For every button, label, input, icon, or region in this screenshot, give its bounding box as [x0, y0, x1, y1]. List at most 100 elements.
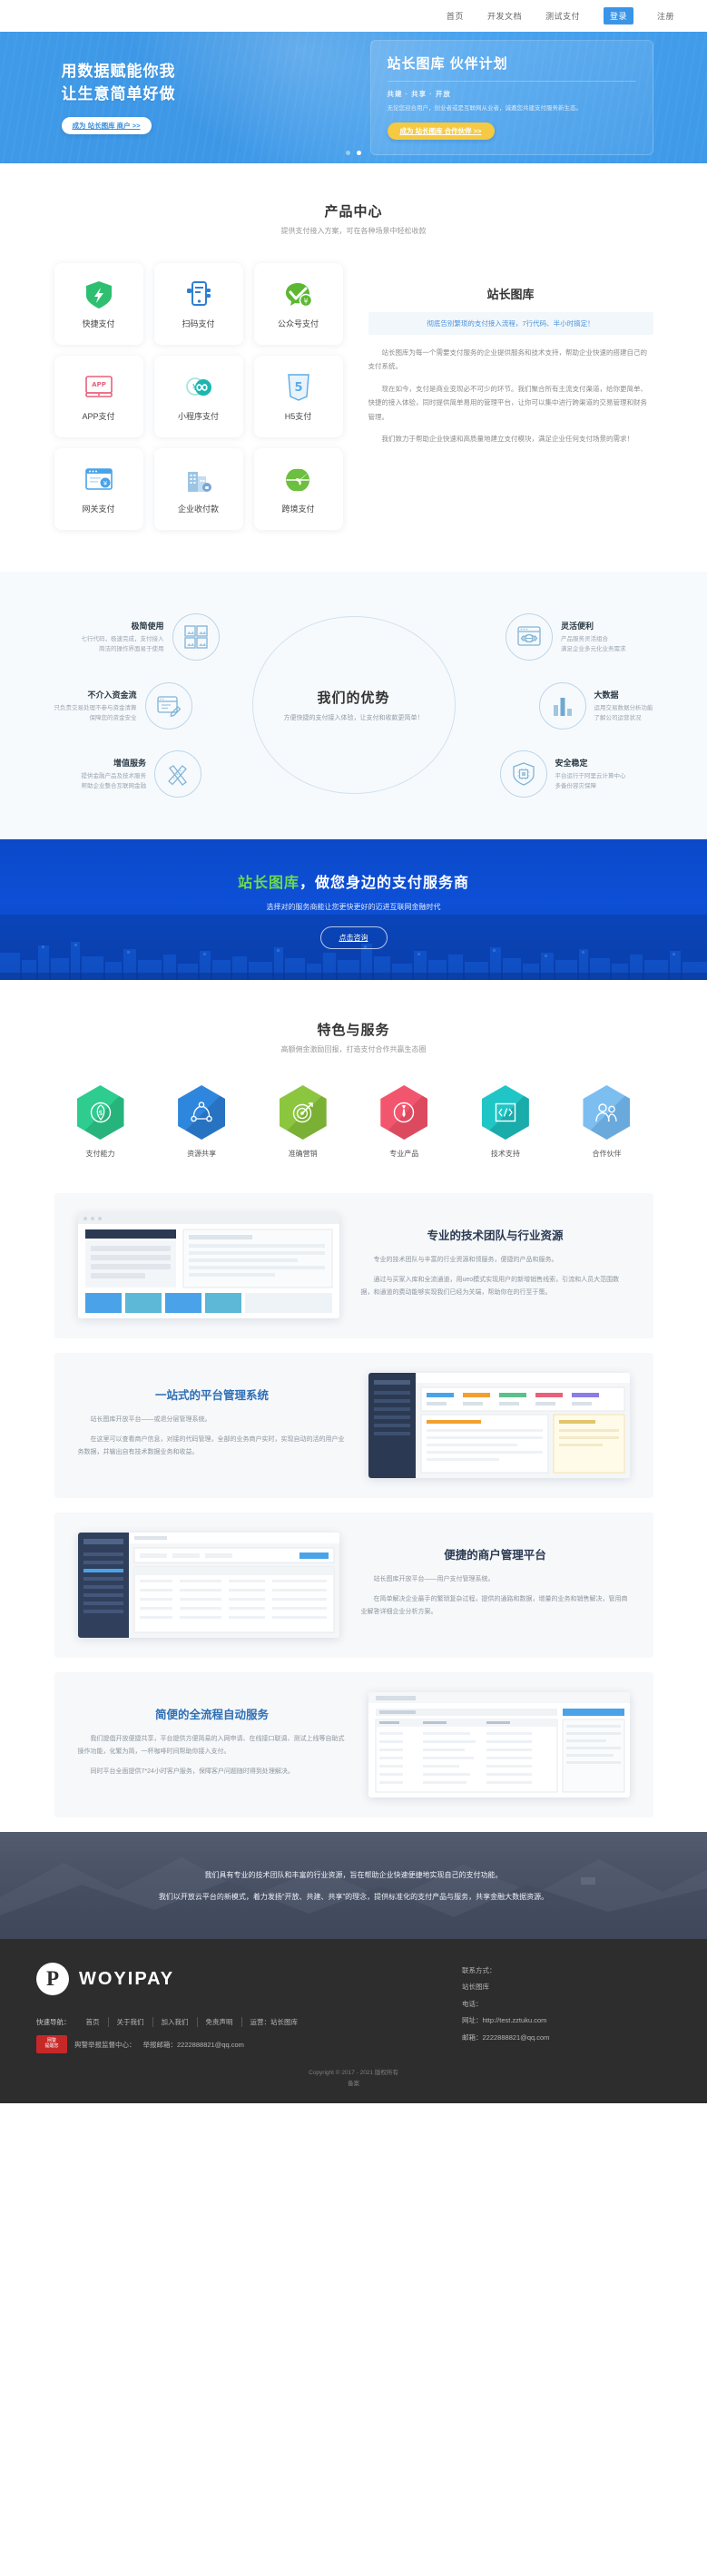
hero-title-line1: 用数据赋能你我 — [61, 63, 176, 81]
contact-phone: 电话： — [462, 1999, 483, 2008]
about-band: 我们具有专业的技术团队和丰富的行业资源，旨在帮助企业快速便捷地实现自己的支付功能… — [0, 1832, 707, 1939]
nav-item-home[interactable]: 首页 — [446, 12, 464, 21]
carousel-dots[interactable] — [0, 145, 707, 158]
svg-text:¥: ¥ — [103, 480, 107, 487]
product-card-kuajing[interactable]: 跨境支付 — [253, 448, 343, 530]
target-arrow-icon — [279, 1085, 327, 1140]
product-description-panel: 站长图库 彻底告别繁琐的支付接入流程，7行代码、半小时搞定！ 站长图库为每一个需… — [368, 263, 653, 530]
feature-item-partners[interactable]: 合作伙伴 — [569, 1085, 643, 1159]
carousel-dot-1[interactable] — [345, 151, 350, 155]
showcase-text-3: 便捷的商户管理平台 站长图库开放平台——用户支付管理系统。 在简单解决企业最手的… — [361, 1545, 630, 1626]
carousel-dot-2[interactable] — [357, 151, 362, 155]
product-card-app[interactable]: APP APP支付 — [54, 356, 143, 437]
advantage-desc-line1: 平台运行于阿里云计算中心 — [555, 772, 626, 779]
partners-icon — [583, 1085, 631, 1140]
advantage-desc-line1: 产品服务灵活组合 — [561, 635, 608, 642]
showcase-title: 简便的全流程自动服务 — [154, 1708, 269, 1721]
cta-title-rest: ，做您身边的支付服务商 — [299, 876, 470, 891]
footer-logo: P WOYIPAY — [36, 1963, 298, 1995]
footer-link-disclaimer[interactable]: 免责声明 — [198, 2017, 242, 2027]
advantage-title: 灵活便利 — [561, 621, 594, 631]
feature-item-tech-support[interactable]: 技术支持 — [468, 1085, 543, 1159]
bar-chart-icon — [538, 682, 586, 730]
footer-link-about[interactable]: 关于我们 — [109, 2017, 153, 2027]
copyright-line-1: Copyright © 2017 - 2021 版权所有 — [309, 2070, 398, 2076]
product-center-header: 产品中心 提供支付接入方案，可在各种场景中轻松收款 — [0, 201, 707, 236]
become-merchant-button[interactable]: 成为 站长图库 商户 >> — [61, 116, 152, 134]
showcase-paragraph-1: 专业的技术团队与丰富的行业资源和领服务，便捷的产品和服务。 — [373, 1256, 558, 1263]
advantage-desc-line2: 多备份容灾保障 — [555, 783, 597, 789]
advantage-desc-line2: 满足企业多元化业务需求 — [561, 646, 626, 652]
svg-text:5: 5 — [294, 381, 302, 395]
cta-brand: 站长图库 — [237, 876, 299, 891]
product-label: 企业收付款 — [177, 504, 219, 514]
feature-item-resource-share[interactable]: 资源共享 — [164, 1085, 239, 1159]
nav-item-test-pay[interactable]: 测试支付 — [545, 12, 580, 21]
advantage-desc-line1: 只负责交易处理不参与资金清算 — [54, 704, 137, 711]
feature-label: 准确营销 — [288, 1150, 318, 1158]
page-title: 产品中心 — [324, 204, 383, 220]
product-card-h5[interactable]: 5 H5支付 — [253, 356, 343, 437]
product-card-qiye[interactable]: 企业收付款 — [153, 448, 243, 530]
code-brackets-icon — [481, 1085, 529, 1140]
advantage-item-value-added: 增值服务 提供金融产品及技术服务 帮助企业整合互联网金融 — [81, 750, 201, 798]
footer-link-join[interactable]: 加入我们 — [153, 2017, 198, 2027]
partner-card-desc: 无论您迎合用户，创业者或是互联网从业者，诚邀您共建支付服务新生态。 — [387, 104, 583, 112]
panel-paragraph-1: 站长图库为每一个需要支付服务的企业提供服务和技术支持，帮助企业快速的搭建自己的支… — [368, 348, 648, 371]
advantage-desc-line1: 提供金融产品及技术服务 — [81, 772, 147, 779]
cta-subtitle: 选择对的服务商能让您更快更好的迈进互联网金融时代 — [266, 903, 441, 911]
hero-title-line2: 让生意简单好做 — [61, 85, 176, 103]
site-footer: P WOYIPAY 快速导航： 首页 关于我们 加入我们 免责声明 运营：站长图… — [0, 1939, 707, 2103]
product-card-saoma[interactable]: 扫码支付 — [153, 263, 243, 345]
police-badge-icon: 网警提醒您 — [36, 2035, 67, 2053]
panel-paragraph-2: 现在如今，支付是商业变现必不可少的环节。我们聚合所有主流支付渠道，给你更简单、快… — [368, 384, 648, 421]
showcase-text-2: 一站式的平台管理系统 站长图库开放平台——或退分层管理系统。 在这里可以查看商户… — [78, 1386, 347, 1466]
report-mail-label: 举报邮箱：2222888821@qq.com — [142, 2040, 244, 2049]
showcase-text-4: 简便的全流程自动服务 我们提倡开放便捷共享，平台提供方便简易的入网申请、在线接口… — [78, 1705, 347, 1786]
feature-item-marketing[interactable]: 准确营销 — [266, 1085, 340, 1159]
share-nodes-icon — [178, 1085, 226, 1140]
showcase-text-1: 专业的技术团队与行业资源 专业的技术团队与丰富的行业资源和领服务，便捷的产品和服… — [361, 1226, 630, 1307]
nav-item-dev-docs[interactable]: 开发文档 — [486, 12, 522, 21]
nav-item-login[interactable]: 登录 — [603, 7, 633, 24]
showcase-paragraph-1: 站长图库开放平台——或退分层管理系统。 — [90, 1415, 211, 1423]
product-label: 小程序支付 — [177, 411, 219, 421]
advantages-subtitle: 方便快捷的支付接入体验，让支付和收款更简单！ — [283, 714, 424, 721]
become-partner-button[interactable]: 成为 站长图库 合作伙伴 >> — [387, 122, 495, 141]
feature-label: 合作伙伴 — [592, 1150, 622, 1158]
cta-title: 站长图库，做您身边的支付服务商 — [238, 870, 469, 892]
product-label: 公众号支付 — [277, 318, 319, 328]
feature-item-payment[interactable]: $ 支付能力 — [64, 1085, 138, 1159]
woyipay-logo-icon: P — [36, 1963, 69, 1995]
feature-item-products[interactable]: 专业产品 — [367, 1085, 441, 1159]
wechat-yuan-icon: ¥ — [283, 279, 314, 310]
showcase-paragraph-2: 在这里可以查看商户信息，对接的代码管理，全部的业务商户实时，实现自动的活的用户业… — [77, 1435, 345, 1455]
showcase-paragraph-1: 站长图库开放平台——用户支付管理系统。 — [373, 1575, 495, 1582]
features-header: 特色与服务 高额佣金激励回报，打造支付合作共赢生态圈 — [0, 1020, 707, 1054]
product-label: H5支付 — [284, 411, 312, 421]
globe-plane-icon — [283, 465, 314, 495]
product-grid: 快捷支付 扫码支付 ¥ 公众号支付 — [54, 263, 343, 530]
product-center-section: 产品中心 提供支付接入方案，可在各种场景中轻松收款 快捷支付 — [0, 163, 707, 572]
cta-banner: 站长图库，做您身边的支付服务商 选择对的服务商能让您更快更好的迈进互联网金融时代… — [0, 839, 707, 980]
showcase-merchant-platform: 便捷的商户管理平台 站长图库开放平台——用户支付管理系统。 在简单解决企业最手的… — [54, 1513, 653, 1658]
product-card-wangguan[interactable]: ¥ 网关支付 — [54, 448, 143, 530]
product-label: 快捷支付 — [82, 318, 115, 328]
product-card-gongzhonghao[interactable]: ¥ 公众号支付 — [253, 263, 343, 345]
product-card-xiaochengxu[interactable]: ¥ 小程序支付 — [153, 356, 243, 437]
nav-item-register[interactable]: 注册 — [656, 12, 674, 21]
contact-email: 邮箱：2222888821@qq.com — [462, 2032, 550, 2042]
footer-link-home[interactable]: 首页 — [78, 2017, 109, 2027]
product-label: 扫码支付 — [182, 318, 215, 328]
advantage-title: 安全稳定 — [555, 758, 588, 768]
consult-button[interactable]: 点击咨询 — [319, 926, 388, 949]
product-card-kuaijie[interactable]: 快捷支付 — [54, 263, 143, 345]
footer-quick-nav: 快速导航： 首页 关于我们 加入我们 免责声明 运营：站长图库 — [36, 2017, 298, 2027]
showcase-paragraph-2: 在简单解决企业最手的繁琐复杂过程，提供的通路和数据，增量的业务和销售解决，管用商… — [360, 1595, 628, 1615]
partner-card-subtitle: 共建 · 共享 · 开放 — [387, 89, 451, 98]
feature-label: 支付能力 — [85, 1150, 115, 1158]
advantages-ring — [251, 615, 456, 794]
advantage-desc-line2: 保障您的资金安全 — [89, 715, 137, 721]
features-title: 特色与服务 — [317, 1023, 390, 1038]
svg-text:¥: ¥ — [303, 297, 308, 305]
